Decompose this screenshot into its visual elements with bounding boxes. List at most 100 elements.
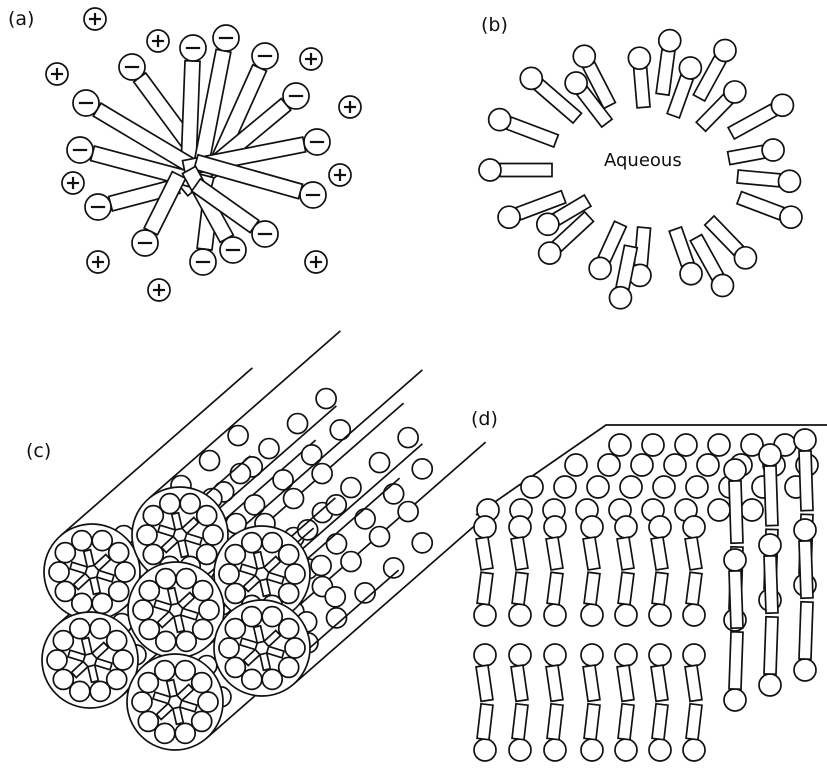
bilayer-column <box>581 644 603 761</box>
lower-head <box>474 739 496 761</box>
cap-head <box>262 669 282 689</box>
panel-c-hexagonal-phase <box>42 331 486 750</box>
bilayer-column <box>615 644 637 761</box>
side-head <box>724 689 746 711</box>
top-face-head <box>521 476 543 498</box>
lower-head <box>615 739 637 761</box>
anionic-head <box>132 230 158 256</box>
upper-head <box>509 644 531 666</box>
lower-head <box>581 739 603 761</box>
polar-head <box>520 67 542 89</box>
counterion <box>147 30 169 52</box>
cap-head <box>197 506 217 526</box>
lower-head <box>581 604 603 626</box>
surface-head <box>273 470 293 490</box>
cap-head <box>242 533 262 553</box>
panel-b-label: (b) <box>481 14 508 36</box>
polar-head <box>565 72 587 94</box>
bilayer-column <box>683 516 705 626</box>
polar-head <box>489 109 511 131</box>
upper-head <box>474 644 496 666</box>
anionic-head <box>180 35 206 61</box>
surfactant-tail <box>737 192 784 220</box>
surface-head <box>245 495 265 515</box>
counterion <box>84 8 106 30</box>
cap-head <box>219 564 239 584</box>
cap-head <box>279 545 299 565</box>
polar-head <box>659 30 681 52</box>
aqueous-core-label: Aqueous <box>604 150 682 171</box>
counterion <box>305 251 327 273</box>
upper-head <box>615 516 637 538</box>
upper-tail <box>476 537 493 570</box>
cap-head <box>156 569 176 589</box>
cap-head <box>72 531 92 551</box>
anionic-head <box>304 129 330 155</box>
polar-head <box>539 242 561 264</box>
surface-head <box>355 509 375 529</box>
surface-head <box>302 445 322 465</box>
cap-head <box>138 711 158 731</box>
lower-head <box>509 604 531 626</box>
bilayer-column <box>544 644 566 761</box>
cylinder-end-cap <box>42 612 138 708</box>
cap-head <box>55 581 75 601</box>
lower-tail <box>477 704 493 740</box>
cylinder-end-cap <box>44 524 140 620</box>
cap-head <box>160 494 180 514</box>
cap-head <box>90 681 110 701</box>
top-face-head <box>631 454 653 476</box>
upper-head <box>581 644 603 666</box>
cap-head <box>49 562 69 582</box>
surface-head <box>284 489 304 509</box>
surface-head <box>341 478 361 498</box>
anionic-head <box>67 137 93 163</box>
cap-head <box>53 669 73 689</box>
upper-tail <box>685 537 702 570</box>
counterion <box>148 279 170 301</box>
counterion <box>62 172 84 194</box>
bilayer-column <box>544 516 566 626</box>
upper-tail <box>583 665 600 701</box>
bilayer-column <box>509 516 531 626</box>
anionic-head <box>220 237 246 263</box>
upper-tail <box>685 665 702 701</box>
surfactant-tail <box>656 50 675 95</box>
cap-head <box>285 564 305 584</box>
cap-head <box>193 581 213 601</box>
lower-head <box>649 739 671 761</box>
side-head <box>724 549 746 571</box>
cap-head <box>176 631 196 651</box>
polar-head <box>780 206 802 228</box>
polar-head <box>680 263 702 285</box>
cap-head <box>133 600 153 620</box>
cylinder-end-cap <box>214 600 310 696</box>
cap-head <box>175 723 195 743</box>
upper-head <box>683 516 705 538</box>
polar-head <box>734 247 756 269</box>
polar-head <box>762 139 784 161</box>
lower-tail <box>512 572 528 605</box>
reverse-surfactant <box>669 227 702 285</box>
anionic-head <box>252 43 278 69</box>
surface-head <box>200 451 220 471</box>
surface-head <box>327 534 347 554</box>
lower-head <box>683 604 705 626</box>
lower-tail <box>686 572 702 605</box>
upper-tail <box>651 665 668 701</box>
cap-head <box>192 673 212 693</box>
top-face-head <box>609 434 631 456</box>
side-head <box>794 519 816 541</box>
surfactant-tail <box>634 68 650 108</box>
lower-tail <box>584 572 600 605</box>
top-face-head <box>708 434 730 456</box>
upper-head <box>615 644 637 666</box>
reverse-surfactant <box>628 47 650 108</box>
cap-head <box>198 692 218 712</box>
upper-tail <box>511 537 528 570</box>
surface-head <box>325 587 345 607</box>
lower-tail <box>584 704 600 740</box>
surfactant-tail <box>728 104 777 139</box>
lower-tail <box>686 704 702 740</box>
surface-head <box>370 527 390 547</box>
